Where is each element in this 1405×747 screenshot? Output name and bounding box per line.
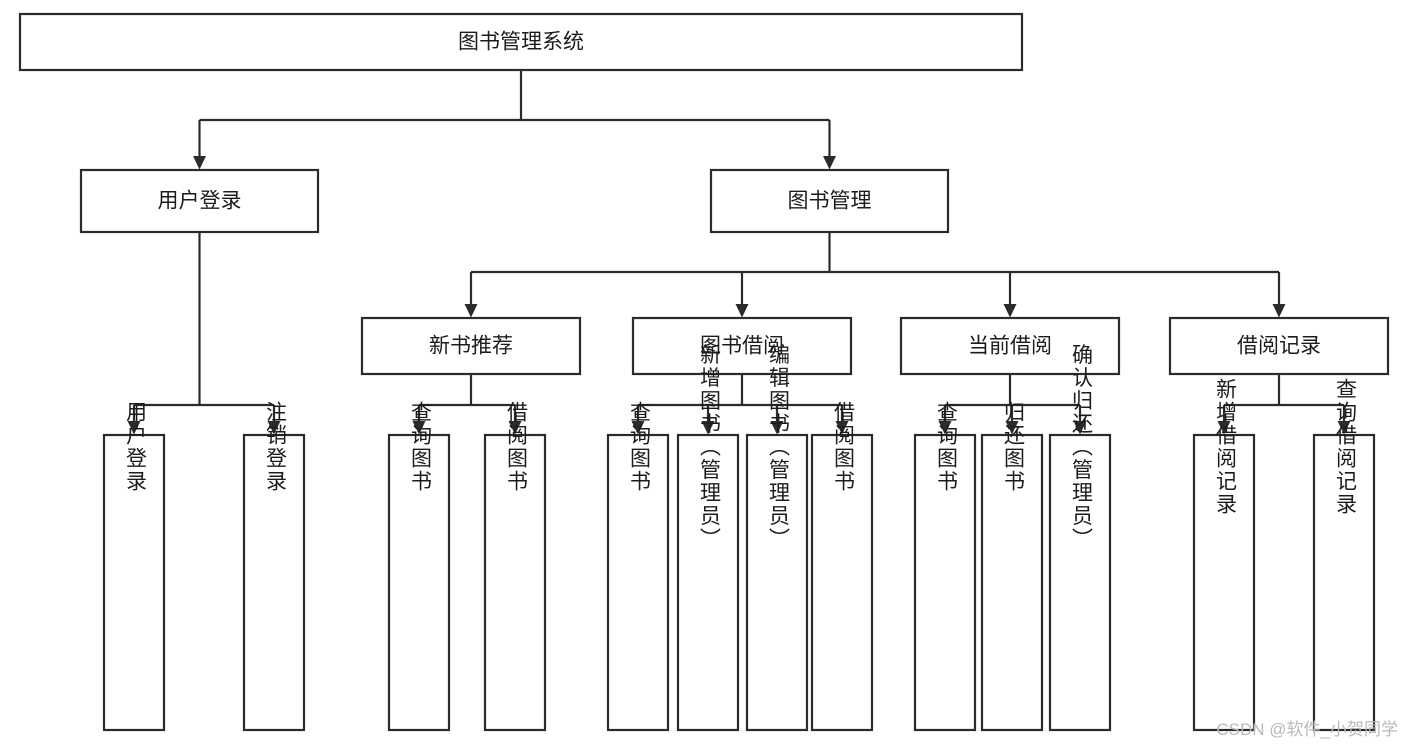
node-box-leaf-return-book[interactable] xyxy=(980,433,1044,732)
connector-layer xyxy=(127,70,1351,435)
node-box-user-login[interactable] xyxy=(79,168,320,234)
node-box-leaf-query-record[interactable] xyxy=(1312,433,1376,732)
node-root[interactable]: 图书管理系统 xyxy=(18,12,1024,72)
node-leaf-borrow-book-1[interactable]: 借阅图书 xyxy=(483,401,547,732)
node-box-leaf-add-book[interactable] xyxy=(676,433,740,732)
node-label-leaf-borrow-book-2: 借阅图书 xyxy=(831,401,855,493)
node-box-leaf-query-book-2[interactable] xyxy=(606,433,670,732)
node-label-leaf-confirm-return: 确认归还（管理员） xyxy=(1069,344,1093,551)
node-leaf-edit-book[interactable]: 编辑图书（管理员） xyxy=(745,344,809,732)
node-user-login[interactable]: 用户登录 xyxy=(79,168,320,234)
node-label-leaf-user-login: 用户登录 xyxy=(123,401,147,493)
arrow-head-icon xyxy=(267,421,281,435)
arrow-head-icon xyxy=(127,421,141,435)
node-layer: 图书管理系统用户登录图书管理新书推荐图书借阅当前借阅借阅记录用户登录注销登录查询… xyxy=(18,12,1390,732)
arrow-head-icon xyxy=(823,156,836,170)
node-label-leaf-query-record: 查询借阅记录 xyxy=(1333,378,1357,516)
node-label-leaf-query-book-3: 查询图书 xyxy=(934,401,958,493)
arrow-head-icon xyxy=(412,421,426,435)
node-book-borrow[interactable]: 图书借阅 xyxy=(631,316,853,376)
edge-group-book_manage xyxy=(464,232,1286,318)
node-box-borrow-record[interactable] xyxy=(1168,316,1390,376)
node-leaf-query-record[interactable]: 查询借阅记录 xyxy=(1312,378,1376,732)
arrow-head-icon xyxy=(1337,421,1351,435)
node-box-leaf-user-login[interactable] xyxy=(102,433,166,732)
node-box-book-borrow[interactable] xyxy=(631,316,853,376)
node-label-root: 图书管理系统 xyxy=(458,31,584,54)
node-box-leaf-confirm-return[interactable] xyxy=(1048,433,1112,732)
node-label-leaf-edit-book: 编辑图书（管理员） xyxy=(766,344,790,551)
node-leaf-user-login[interactable]: 用户登录 xyxy=(102,401,166,732)
node-label-book-borrow: 图书借阅 xyxy=(700,335,784,358)
arrow-head-icon xyxy=(938,421,952,435)
node-box-new-book-rec[interactable] xyxy=(360,316,582,376)
arrow-head-icon xyxy=(193,156,206,170)
node-current-borrow[interactable]: 当前借阅 xyxy=(899,316,1121,376)
arrow-head-icon xyxy=(770,421,784,435)
node-label-leaf-borrow-book-1: 借阅图书 xyxy=(504,401,528,493)
node-box-leaf-borrow-book-1[interactable] xyxy=(483,433,547,732)
node-label-leaf-return-book: 归还图书 xyxy=(1001,401,1025,493)
arrow-head-icon xyxy=(631,421,645,435)
node-leaf-query-book-2[interactable]: 查询图书 xyxy=(606,401,670,732)
node-leaf-query-book-3[interactable]: 查询图书 xyxy=(913,401,977,732)
arrow-head-icon xyxy=(735,304,749,318)
node-box-root[interactable] xyxy=(18,12,1024,72)
node-leaf-return-book[interactable]: 归还图书 xyxy=(980,401,1044,732)
node-label-borrow-record: 借阅记录 xyxy=(1237,335,1321,358)
node-box-leaf-borrow-book-2[interactable] xyxy=(810,433,874,732)
node-leaf-confirm-return[interactable]: 确认归还（管理员） xyxy=(1048,344,1112,732)
node-label-leaf-query-book-1: 查询图书 xyxy=(408,401,432,493)
edge-group-current_borrow xyxy=(938,374,1087,435)
node-box-leaf-logout[interactable] xyxy=(242,433,306,732)
arrow-head-icon xyxy=(464,304,478,318)
arrow-head-icon xyxy=(508,421,522,435)
arrow-head-icon xyxy=(835,421,849,435)
arrow-head-icon xyxy=(1217,421,1231,435)
node-label-book-manage: 图书管理 xyxy=(788,190,872,213)
node-label-current-borrow: 当前借阅 xyxy=(968,335,1052,358)
node-new-book-rec[interactable]: 新书推荐 xyxy=(360,316,582,376)
node-label-new-book-rec: 新书推荐 xyxy=(429,335,513,358)
node-leaf-query-book-1[interactable]: 查询图书 xyxy=(387,401,451,732)
node-label-leaf-query-book-2: 查询图书 xyxy=(627,401,651,493)
node-box-leaf-edit-book[interactable] xyxy=(745,433,809,732)
node-label-leaf-add-record: 新增借阅记录 xyxy=(1213,378,1237,516)
node-leaf-logout[interactable]: 注销登录 xyxy=(242,401,306,732)
edge-group-user_login xyxy=(127,232,281,435)
arrow-head-icon xyxy=(1073,421,1087,435)
edge-group-book_borrow xyxy=(631,374,849,435)
arrow-head-icon xyxy=(1005,421,1019,435)
edge-group-root xyxy=(193,70,836,170)
node-box-current-borrow[interactable] xyxy=(899,316,1121,376)
node-box-book-manage[interactable] xyxy=(709,168,950,234)
node-borrow-record[interactable]: 借阅记录 xyxy=(1168,316,1390,376)
node-box-leaf-query-book-1[interactable] xyxy=(387,433,451,732)
node-box-leaf-add-record[interactable] xyxy=(1192,433,1256,732)
node-leaf-add-record[interactable]: 新增借阅记录 xyxy=(1192,378,1256,732)
node-label-leaf-logout: 注销登录 xyxy=(263,401,287,493)
arrow-head-icon xyxy=(1272,304,1286,318)
csdn-watermark: CSDN @软件_小贺同学 xyxy=(1216,720,1398,739)
node-book-manage[interactable]: 图书管理 xyxy=(709,168,950,234)
node-leaf-add-book[interactable]: 新增图书（管理员） xyxy=(676,344,740,732)
arrow-head-icon xyxy=(1003,304,1017,318)
node-box-leaf-query-book-3[interactable] xyxy=(913,433,977,732)
node-label-leaf-add-book: 新增图书（管理员） xyxy=(697,344,721,551)
edge-group-borrow_record xyxy=(1217,374,1351,435)
node-label-user-login: 用户登录 xyxy=(158,190,242,213)
edge-group-new_book_rec xyxy=(412,374,522,435)
node-leaf-borrow-book-2[interactable]: 借阅图书 xyxy=(810,401,874,732)
arrow-head-icon xyxy=(701,421,715,435)
